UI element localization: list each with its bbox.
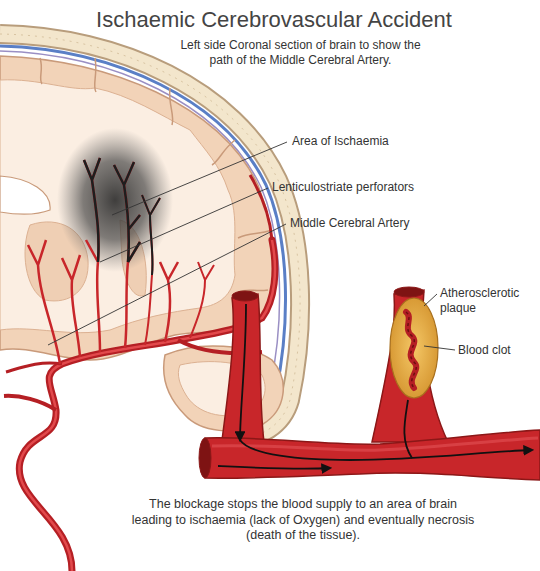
- lenticulostriate-artery: [190, 262, 214, 338]
- callout-label: Blood clot: [458, 343, 511, 358]
- leader-line: [112, 142, 287, 215]
- flow-arrow: [240, 304, 246, 440]
- vessel-opening: [199, 438, 211, 478]
- leader-line: [100, 188, 268, 262]
- artery-branch: [6, 363, 62, 372]
- lenticulostriate-artery: [160, 262, 178, 342]
- callout-label: Lenticulostriate perforators: [272, 180, 414, 195]
- sulcus: [40, 58, 42, 84]
- callout-label: Atherosclerotic plaque: [440, 286, 532, 316]
- leader-line: [424, 294, 437, 306]
- occluded-perforator: [142, 195, 160, 275]
- occluded-perforator: [84, 158, 100, 262]
- blood-clot: [406, 312, 416, 388]
- artery-branch: [4, 396, 56, 410]
- flow-arrow: [218, 466, 330, 469]
- sulcus: [212, 140, 235, 165]
- white-matter: [0, 80, 235, 333]
- vessel-opening: [232, 291, 258, 301]
- main-vessel: [205, 430, 540, 480]
- lenticulostriate-artery: [28, 240, 60, 364]
- vessel-branch: [222, 294, 264, 442]
- flow-line: [404, 400, 412, 458]
- lenticulostriate-artery: [142, 195, 160, 345]
- vessel-highlight: [212, 438, 538, 450]
- vessel-opening: [394, 287, 424, 297]
- lenticulostriate-artery: [62, 255, 80, 357]
- subtitle: Left side Coronal section of brain to sh…: [178, 38, 423, 68]
- lenticulostriate-artery: [114, 162, 140, 348]
- title: Ischaemic Cerebrovascular Accident: [4, 6, 540, 34]
- caption: The blockage stops the blood supply to a…: [128, 497, 478, 544]
- temporal-lobe: [164, 346, 284, 431]
- lateral-ventricle: [0, 176, 50, 214]
- occluded-perforator: [114, 162, 140, 262]
- blood-clot-texture: [406, 312, 416, 388]
- artery-branch: [250, 175, 272, 240]
- atherosclerotic-plaque: [390, 298, 438, 398]
- sulcus: [95, 58, 96, 92]
- flow-arrow: [240, 440, 532, 460]
- sulcus: [170, 88, 173, 125]
- callout-label: Area of Ischaemia: [292, 134, 389, 149]
- vessel-branch: [372, 290, 448, 442]
- ischaemic-area: [57, 128, 173, 272]
- leader-line: [424, 346, 455, 350]
- callout-label: Middle Cerebral Artery: [290, 216, 409, 231]
